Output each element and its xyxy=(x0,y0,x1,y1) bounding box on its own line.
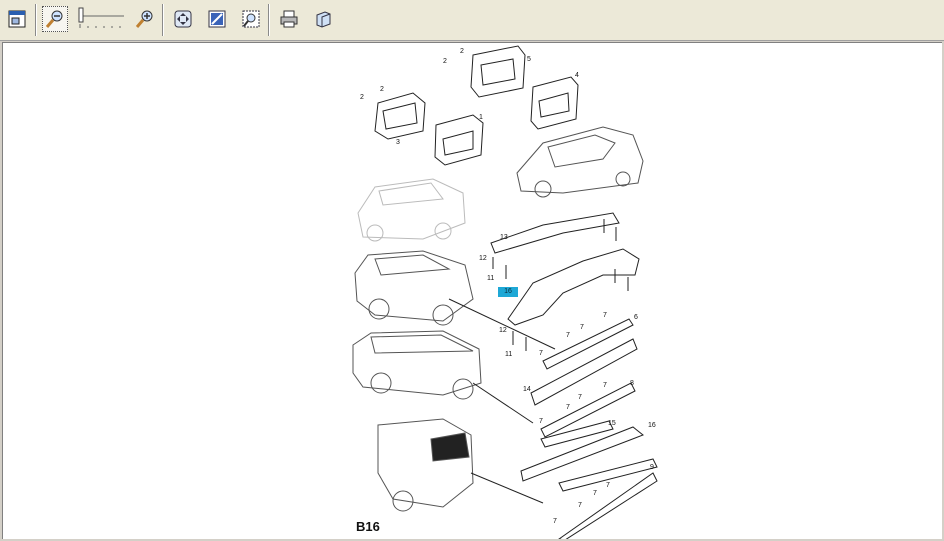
part-label: 7 xyxy=(566,404,570,411)
part-label: 16 xyxy=(648,422,656,429)
part-label: 12 xyxy=(499,327,507,334)
part-label: 7 xyxy=(606,482,610,489)
handle-1 xyxy=(434,114,484,166)
part-label: 7 xyxy=(566,332,570,339)
toolbar-separator xyxy=(162,4,164,36)
window-button[interactable] xyxy=(4,6,30,32)
trim-6 xyxy=(542,318,634,370)
printer-icon xyxy=(280,10,298,28)
parts-diagram-canvas[interactable]: 1 2 2 2 2 3 4 5 6 7 7 7 7 7 7 7 7 7 7 7 … xyxy=(2,42,942,539)
car-wagon xyxy=(352,330,482,400)
part-label: 2 xyxy=(360,94,364,101)
handle-4 xyxy=(530,76,579,130)
print-button[interactable] xyxy=(276,6,302,32)
part-label: 5 xyxy=(527,56,531,63)
zoom-select-button[interactable] xyxy=(238,6,264,32)
zoom-in-button[interactable] xyxy=(132,6,158,32)
part-label: 8 xyxy=(630,380,634,387)
part-label: 15 xyxy=(608,420,616,427)
part-label: 7 xyxy=(539,350,543,357)
magnifier-minus-icon xyxy=(45,10,63,28)
window-icon xyxy=(8,10,26,28)
part-label: 7 xyxy=(603,382,607,389)
zoom-area-icon xyxy=(208,10,226,28)
part-label: 11 xyxy=(505,351,512,358)
part-label: 7 xyxy=(580,324,584,331)
part-label: 7 xyxy=(553,518,557,525)
part-label: 6 xyxy=(634,314,638,321)
trim-8 xyxy=(540,382,636,438)
part-label: 11 xyxy=(487,275,494,282)
leader-line-3 xyxy=(470,472,544,504)
part-label: 2 xyxy=(460,48,464,55)
trim-9 xyxy=(558,458,658,492)
part-label: 7 xyxy=(539,418,543,425)
bolt xyxy=(492,219,629,351)
part-label: 13 xyxy=(500,234,508,241)
handle-bracket-5 xyxy=(470,45,526,98)
zoom-slider-thumb xyxy=(78,7,84,23)
part-label: 7 xyxy=(593,490,597,497)
trim-15 xyxy=(540,420,614,448)
part-label: 3 xyxy=(396,139,400,146)
part-label: 7 xyxy=(603,312,607,319)
leader-line-1 xyxy=(448,298,556,350)
zoom-out-button[interactable] xyxy=(42,6,68,32)
export-icon xyxy=(316,11,331,28)
part-label: 9 xyxy=(650,464,654,471)
spoiler-16 xyxy=(507,248,640,326)
handle-assembly-left xyxy=(374,92,426,140)
parts-diagram: 1 2 2 2 2 3 4 5 6 7 7 7 7 7 7 7 7 7 7 7 … xyxy=(352,45,658,539)
toolbar-separator xyxy=(268,4,270,36)
page-code-label: B16 xyxy=(356,519,380,534)
car-hatchback-top xyxy=(516,126,644,198)
trim-14 xyxy=(530,338,638,406)
part-label: 14 xyxy=(523,386,531,393)
toolbar-separator xyxy=(35,4,37,36)
car-with-spoiler xyxy=(354,250,474,326)
car-hatchback-faded xyxy=(357,178,466,242)
fit-page-icon xyxy=(174,10,192,28)
zoom-slider[interactable] xyxy=(76,6,128,34)
part-label: 7 xyxy=(578,394,582,401)
zoom-select-icon xyxy=(242,10,260,28)
magnifier-plus-icon xyxy=(135,10,153,28)
part-label: 2 xyxy=(443,58,447,65)
highlighted-part-label[interactable]: 16 xyxy=(498,287,518,297)
trim-9-bottom xyxy=(558,472,658,539)
trim-16-lower xyxy=(520,426,644,482)
car-rear xyxy=(377,418,474,512)
part-label: 7 xyxy=(578,502,582,509)
export-button[interactable] xyxy=(310,6,336,32)
spoiler-13 xyxy=(490,212,620,254)
fit-page-button[interactable] xyxy=(170,6,196,32)
part-label: 4 xyxy=(575,72,579,79)
window-right-edge xyxy=(942,42,944,541)
leader-line-2 xyxy=(472,382,534,424)
part-label: 2 xyxy=(380,86,384,93)
zoom-area-button[interactable] xyxy=(204,6,230,32)
part-label: 1 xyxy=(479,114,483,121)
toolbar xyxy=(0,0,944,41)
zoom-slider-track xyxy=(78,7,124,28)
part-label: 12 xyxy=(479,255,487,262)
